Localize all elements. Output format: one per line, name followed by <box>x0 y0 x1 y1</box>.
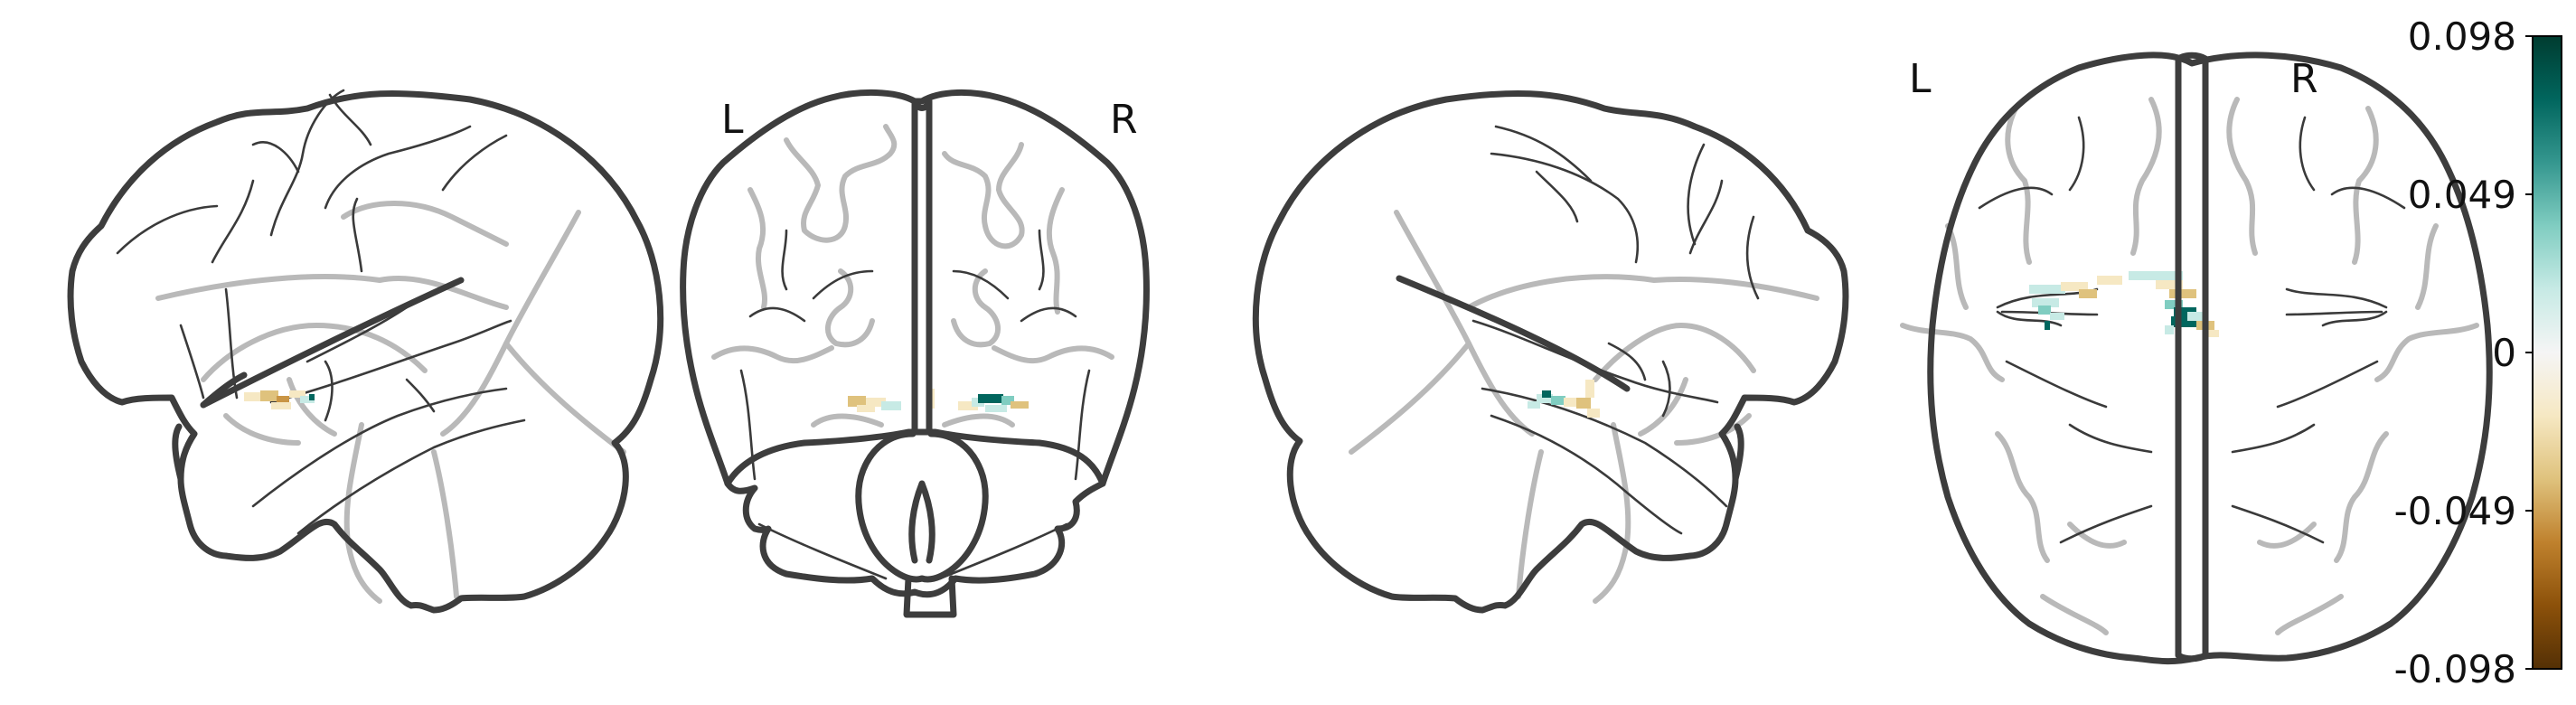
axial-right-label: R <box>2290 56 2318 102</box>
sagittal-right-activations <box>1528 380 1600 418</box>
axial-sulci <box>1978 116 2406 544</box>
sagittal-left-outline <box>67 89 664 614</box>
coronal-right-label: R <box>1110 97 1138 143</box>
colorbar-tick-label: 0 <box>2492 331 2516 375</box>
coronal-temporal-base <box>724 428 1106 487</box>
sylvian-fissure-line <box>200 277 465 409</box>
axial-left-label: L <box>1909 56 1932 102</box>
coronal-midline <box>911 98 933 433</box>
coronal-outline <box>680 89 1150 598</box>
coronal-cerebellum <box>855 430 989 583</box>
sagittal-left-activations <box>244 390 315 409</box>
colorbar-ticks: 0.098 0.049 0 -0.049 -0.098 <box>2394 14 2533 691</box>
sagittal-right-sulci <box>1471 125 1760 535</box>
sagittal-right-view <box>1252 89 1849 614</box>
colorbar: 0.098 0.049 0 -0.049 -0.098 <box>2394 14 2562 691</box>
sylvian-fissure-line-right <box>1396 275 1631 392</box>
axial-activations <box>2029 271 2219 337</box>
colorbar-tick-label: -0.098 <box>2394 647 2516 691</box>
sagittal-left-grey-sulci <box>155 201 626 604</box>
sagittal-left-sulci <box>116 89 526 535</box>
coronal-view <box>680 89 1150 618</box>
colorbar-tick-label: -0.049 <box>2394 489 2516 533</box>
axial-midline <box>2175 52 2209 663</box>
colorbar-gradient <box>2532 35 2562 670</box>
sagittal-right-outline <box>1252 89 1849 614</box>
coronal-grey-sulci <box>711 124 1114 428</box>
colorbar-tick-label: 0.049 <box>2408 173 2516 217</box>
colorbar-tick-label: 0.098 <box>2408 14 2516 59</box>
axial-outline <box>1927 52 2493 665</box>
axial-view <box>1900 52 2493 665</box>
coronal-activations <box>848 389 1029 412</box>
coronal-sulci <box>739 229 1091 580</box>
coronal-left-label: L <box>721 97 744 143</box>
axial-grey-sulci <box>1900 97 2479 635</box>
sagittal-left-view <box>67 89 664 614</box>
